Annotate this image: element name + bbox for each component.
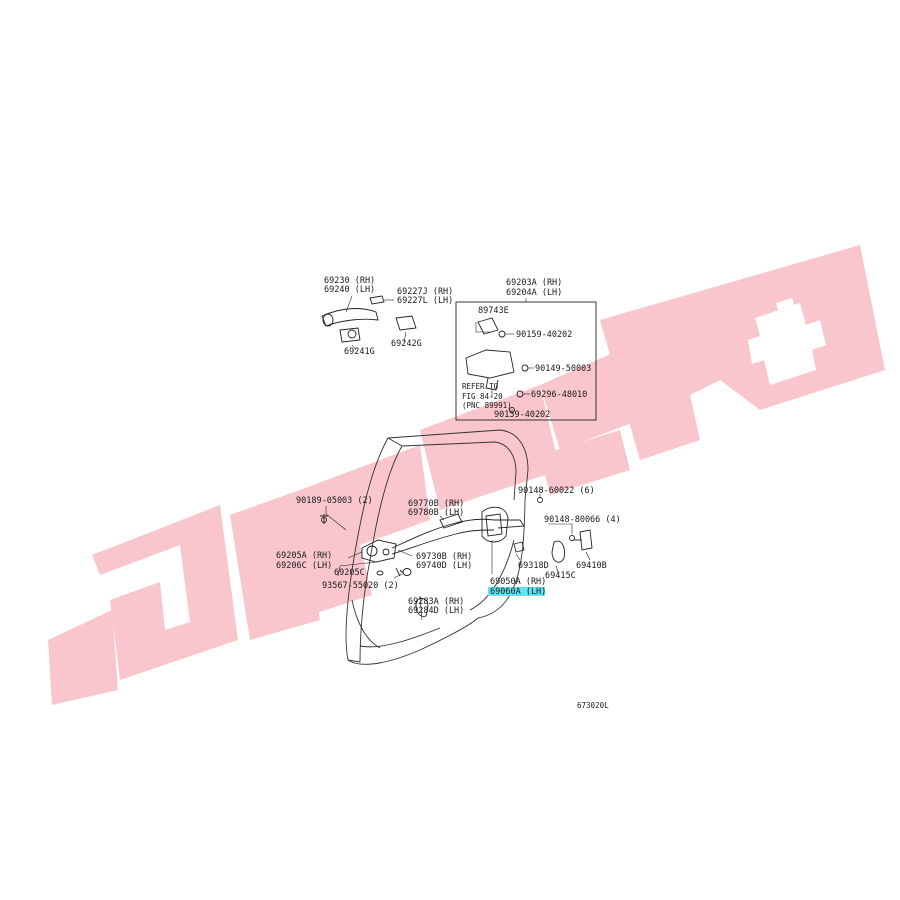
label-69283A: 69283A (RH) xyxy=(408,597,464,607)
label-refer-fig: FIG 84-20 xyxy=(462,392,503,401)
label-90159-a: 90159-40202 xyxy=(516,330,572,340)
label-90149: 90149-50003 xyxy=(535,364,591,374)
label-89743E: 89743E xyxy=(478,306,509,316)
label-90148-60022: 90148-60022 (6) xyxy=(518,486,595,496)
striker-and-cover-parts xyxy=(415,529,593,617)
label-69230: 69230 (RH) xyxy=(324,276,375,286)
label-69318D: 69318D xyxy=(518,561,549,571)
leader-lines xyxy=(325,494,591,621)
highlight-69060A xyxy=(488,587,545,596)
door-outline xyxy=(345,429,529,665)
door-lock-assembly xyxy=(481,506,525,543)
label-69296: 69296-48010 xyxy=(531,390,587,400)
label-69205A: 69205A (RH) xyxy=(276,551,332,561)
label-90159-b: 90159-40202 xyxy=(494,410,550,420)
label-69205C: 69205C xyxy=(334,568,365,578)
lock-rod-cables xyxy=(391,513,495,555)
part-labels: 69230 (RH) 69240 (LH) 69227J (RH) 69227L… xyxy=(276,276,621,710)
watermark-engine-icon xyxy=(748,298,826,385)
watermark-logo xyxy=(48,245,885,705)
label-69206C: 69206C (LH) xyxy=(276,561,332,571)
label-69050A: 69050A (RH) xyxy=(490,577,546,587)
label-69770B: 69770B (RH) xyxy=(408,499,464,509)
label-90148-80066: 90148-80066 (4) xyxy=(544,515,621,525)
label-69242G: 69242G xyxy=(391,339,422,349)
outside-handle-part xyxy=(321,295,417,351)
label-69227J: 69227J (RH) xyxy=(397,287,453,297)
label-69780B: 69780B (LH) xyxy=(408,508,464,518)
label-90189: 90189-05003 (2) xyxy=(296,496,373,506)
label-69284D: 69284D (LH) xyxy=(408,606,464,616)
figure-number: 673020L xyxy=(577,701,609,710)
label-69740D: 69740D (LH) xyxy=(416,561,472,571)
label-69203A: 69203A (RH) xyxy=(506,278,562,288)
label-refer-pnc: (PNC 89991) xyxy=(462,401,512,410)
label-69204A: 69204A (LH) xyxy=(506,288,562,298)
label-69240: 69240 (LH) xyxy=(324,285,375,295)
label-69227L: 69227L (LH) xyxy=(397,296,453,306)
label-69060A: 69060A (LH) xyxy=(490,587,546,597)
inside-handle-part xyxy=(361,539,397,563)
lock-cylinder-group-box xyxy=(455,298,597,421)
label-69730B: 69730B (RH) xyxy=(416,552,472,562)
label-69410B: 69410B xyxy=(576,561,607,571)
label-69415C: 69415C xyxy=(545,571,576,581)
label-93567: 93567-55020 (2) xyxy=(322,581,399,591)
label-refer-to: REFER TO xyxy=(462,382,499,391)
label-69241G: 69241G xyxy=(344,347,375,357)
